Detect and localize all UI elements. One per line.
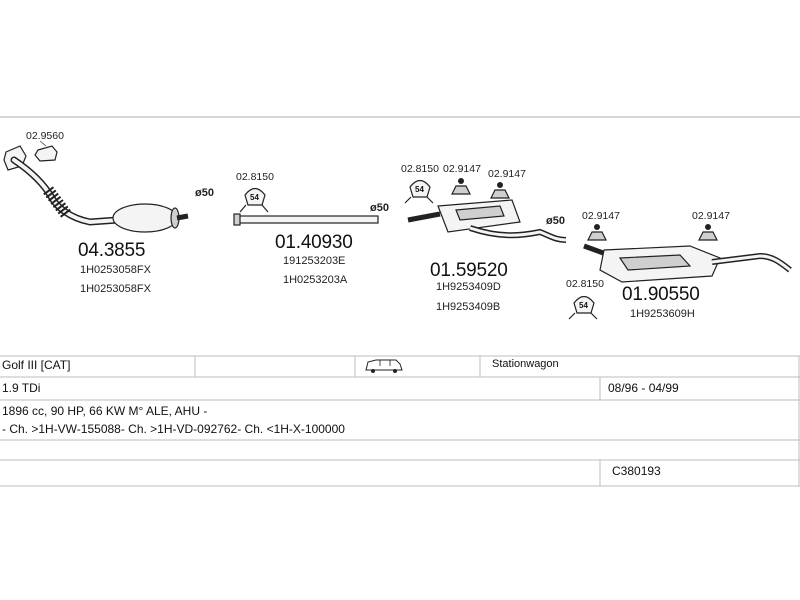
centre-silencer-code: 01.59520 xyxy=(430,260,508,281)
middle-hanger-ref-2: 02.9147 xyxy=(488,168,526,180)
catalytic-converter xyxy=(112,203,178,233)
rear-silencer-code: 01.90550 xyxy=(622,284,700,305)
middle-clamp-ref: 02.8150 xyxy=(401,163,439,175)
rear-silencer-oe: 1H9253609H xyxy=(630,308,695,320)
years-cell: 08/96 - 04/99 xyxy=(608,381,679,395)
centre-silencer-oe-1: 1H9253409D xyxy=(436,281,501,293)
rear-silencer: 01.90550 1H9253609H xyxy=(583,243,792,320)
catalyst-oe-2: 1H0253058FX xyxy=(80,283,152,295)
engine-spec-cell: 1896 cc, 90 HP, 66 KW M° ALE, AHU - xyxy=(2,404,208,418)
flange-gasket: 02.9560 xyxy=(26,130,64,162)
info-grid xyxy=(0,355,800,487)
hanger-icon xyxy=(587,231,607,241)
chassis-cell: - Ch. >1H-VW-155088- Ch. >1H-VD-092762- … xyxy=(2,422,345,436)
middle-hanger-ref-1: 02.9147 xyxy=(443,163,481,175)
intermediate-pipe-oe-1: 191253203E xyxy=(283,255,345,267)
clamp-1-ref: 02.8150 xyxy=(236,171,274,183)
clamp-1-size: 54 xyxy=(250,193,259,202)
gasket-ref: 02.9560 xyxy=(26,130,64,142)
catalyst-code: 04.3855 xyxy=(78,240,145,261)
flex-bellows xyxy=(43,186,71,218)
body-type-cell: Stationwagon xyxy=(492,358,559,370)
centre-silencer-oe-2: 1H9253409B xyxy=(436,301,500,313)
diameter-label-3: ø50 xyxy=(546,215,565,227)
rear-clamp: 02.8150 54 xyxy=(566,278,604,320)
model-cell: Golf III [CAT] xyxy=(2,358,71,372)
rear-clamp-size: 54 xyxy=(579,301,588,310)
front-pipe-catalyst: 04.3855 1H0253058FX 1H0253058FX xyxy=(3,145,189,295)
intermediate-pipe-code: 01.40930 xyxy=(275,232,353,253)
rear-hangers: 02.9147 02.9147 xyxy=(582,210,730,241)
centre-silencer: 01.59520 1H9253409D 1H9253409B xyxy=(407,199,567,313)
rear-hanger-ref-1: 02.9147 xyxy=(582,210,620,222)
catalog-number-cell: C380193 xyxy=(612,464,661,478)
middle-clamp-size: 54 xyxy=(415,185,424,194)
hanger-icon xyxy=(490,189,510,199)
hanger-icon xyxy=(451,185,471,195)
intermediate-pipe: 01.40930 191253203E 1H0253203A xyxy=(233,213,379,286)
diameter-label-2: ø50 xyxy=(370,202,389,214)
diameter-label-1: ø50 xyxy=(195,187,214,199)
hanger-icon xyxy=(698,231,718,241)
gasket-shape xyxy=(34,145,58,162)
rear-clamp-ref: 02.8150 xyxy=(566,278,604,290)
stationwagon-car-icon xyxy=(365,359,403,373)
catalyst-oe-1: 1H0253058FX xyxy=(80,264,152,276)
intermediate-pipe-tube xyxy=(237,215,379,224)
middle-mounts: 02.8150 02.9147 02.9147 54 xyxy=(401,163,526,204)
intermediate-pipe-oe-2: 1H0253203A xyxy=(283,274,348,286)
engine-cell: 1.9 TDi xyxy=(2,381,41,395)
rear-hanger-ref-2: 02.9147 xyxy=(692,210,730,222)
clamp-1: 02.8150 54 xyxy=(236,171,274,213)
